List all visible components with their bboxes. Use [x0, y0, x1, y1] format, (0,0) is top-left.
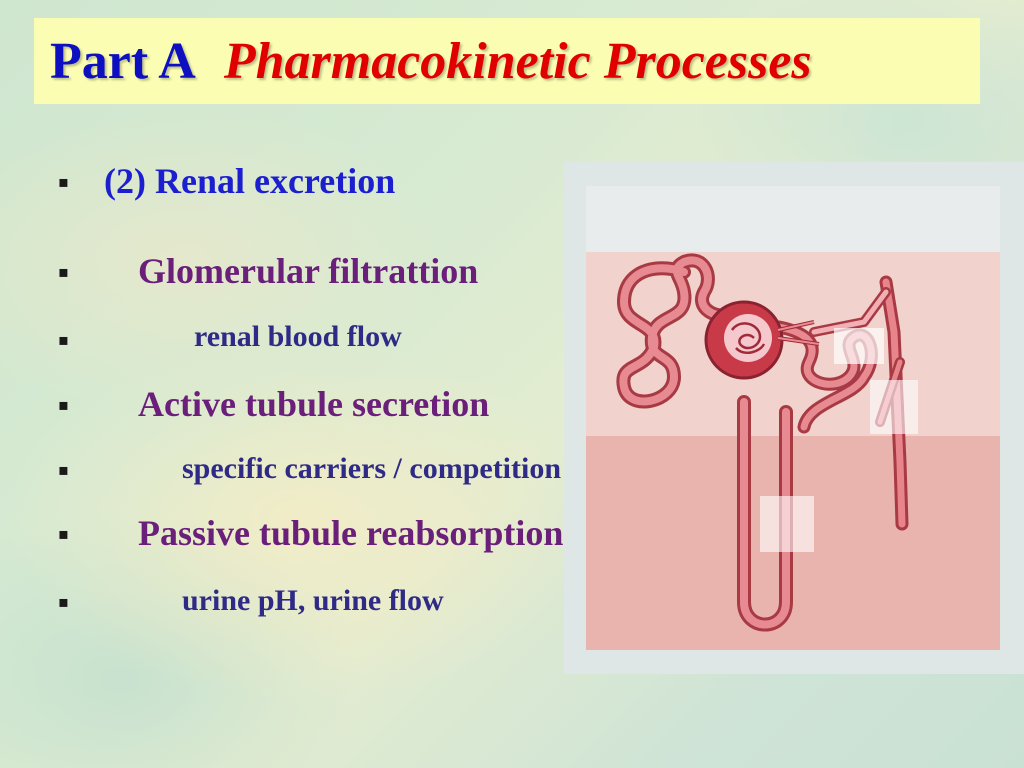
nephron-diagram-icon: [564, 162, 1024, 674]
highlight-marker: [870, 380, 918, 434]
item-passive-reabsorption: Passive tubule reabsorption: [138, 513, 564, 553]
glomerulus: [704, 300, 820, 380]
subitem-urine-ph-flow: urine pH, urine flow: [182, 584, 444, 617]
bullet-icon: ▪: [58, 460, 69, 479]
subitem-specific-carriers: specific carriers / competition: [182, 452, 562, 485]
bullet-icon: ▪: [58, 172, 69, 191]
highlight-marker: [834, 328, 884, 364]
figure-top-zone: [586, 186, 1000, 252]
title-subject: Pharmacokinetic Processes: [223, 32, 812, 90]
bullet-icon: ▪: [58, 330, 69, 349]
item-glomerular-filtration: Glomerular filtrattion: [138, 251, 479, 291]
title-banner: Part A Pharmacokinetic Processes: [34, 18, 980, 104]
bullet-icon: ▪: [58, 395, 69, 414]
bullet-icon: ▪: [58, 592, 69, 611]
bullet-icon: ▪: [58, 524, 69, 543]
subitem-renal-blood-flow: renal blood flow: [194, 320, 402, 353]
heading-renal-excretion: (2) Renal excretion: [104, 161, 396, 201]
bullet-icon: ▪: [58, 262, 69, 281]
item-active-secretion: Active tubule secretion: [138, 384, 490, 424]
title-part: Part A: [50, 32, 196, 90]
highlight-marker: [760, 496, 814, 552]
loop-of-henle: [737, 395, 793, 632]
